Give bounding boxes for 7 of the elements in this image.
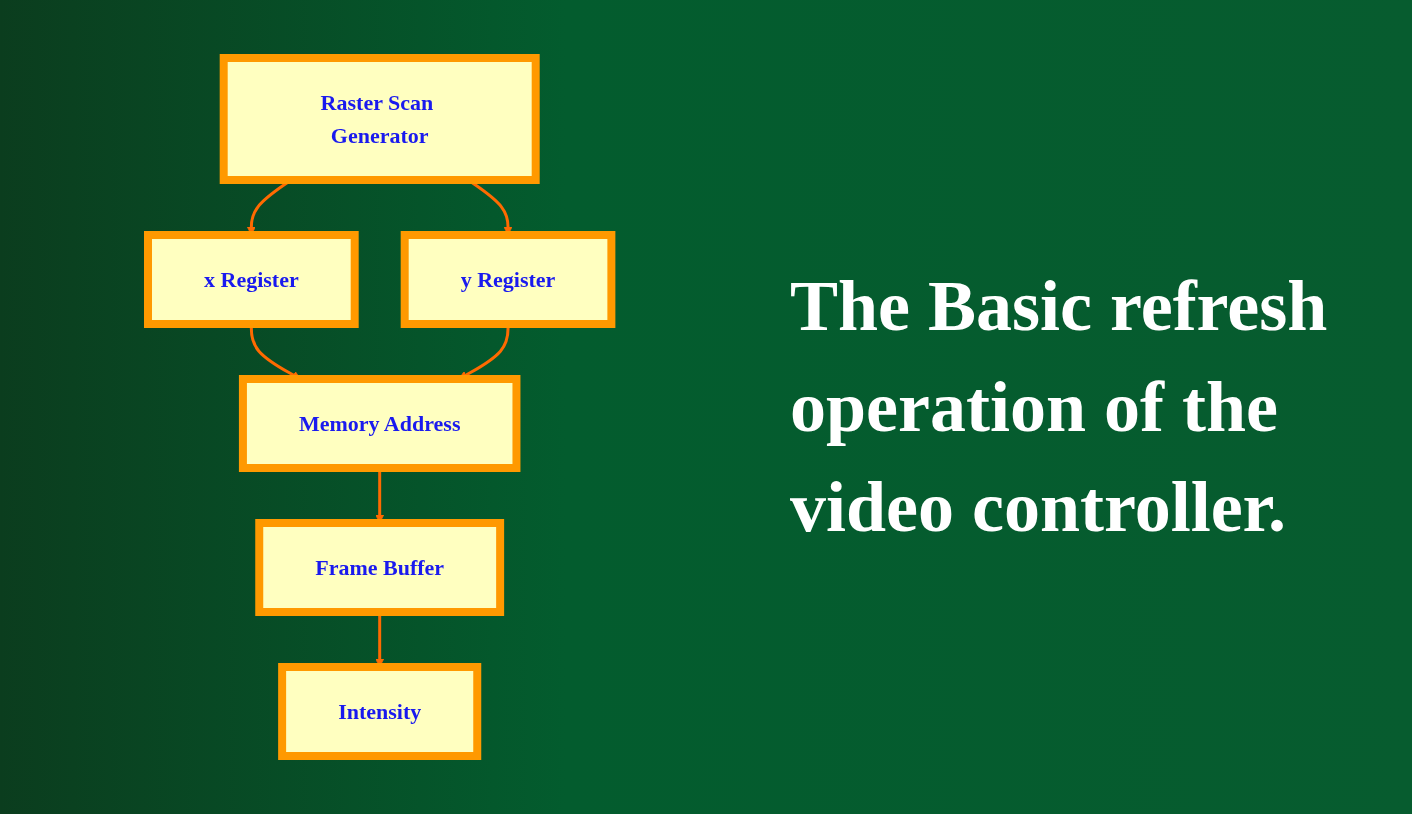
node-box: Raster Scan Generator (220, 54, 540, 184)
node-box: x Register (144, 231, 359, 328)
node-box: Frame Buffer (255, 519, 505, 616)
node-box: Intensity (278, 663, 482, 760)
node-box: Memory Address (239, 375, 521, 472)
diagram-title: The Basic refresh operation of the video controller. (789, 264, 1329, 550)
node-box: y Register (401, 231, 616, 328)
